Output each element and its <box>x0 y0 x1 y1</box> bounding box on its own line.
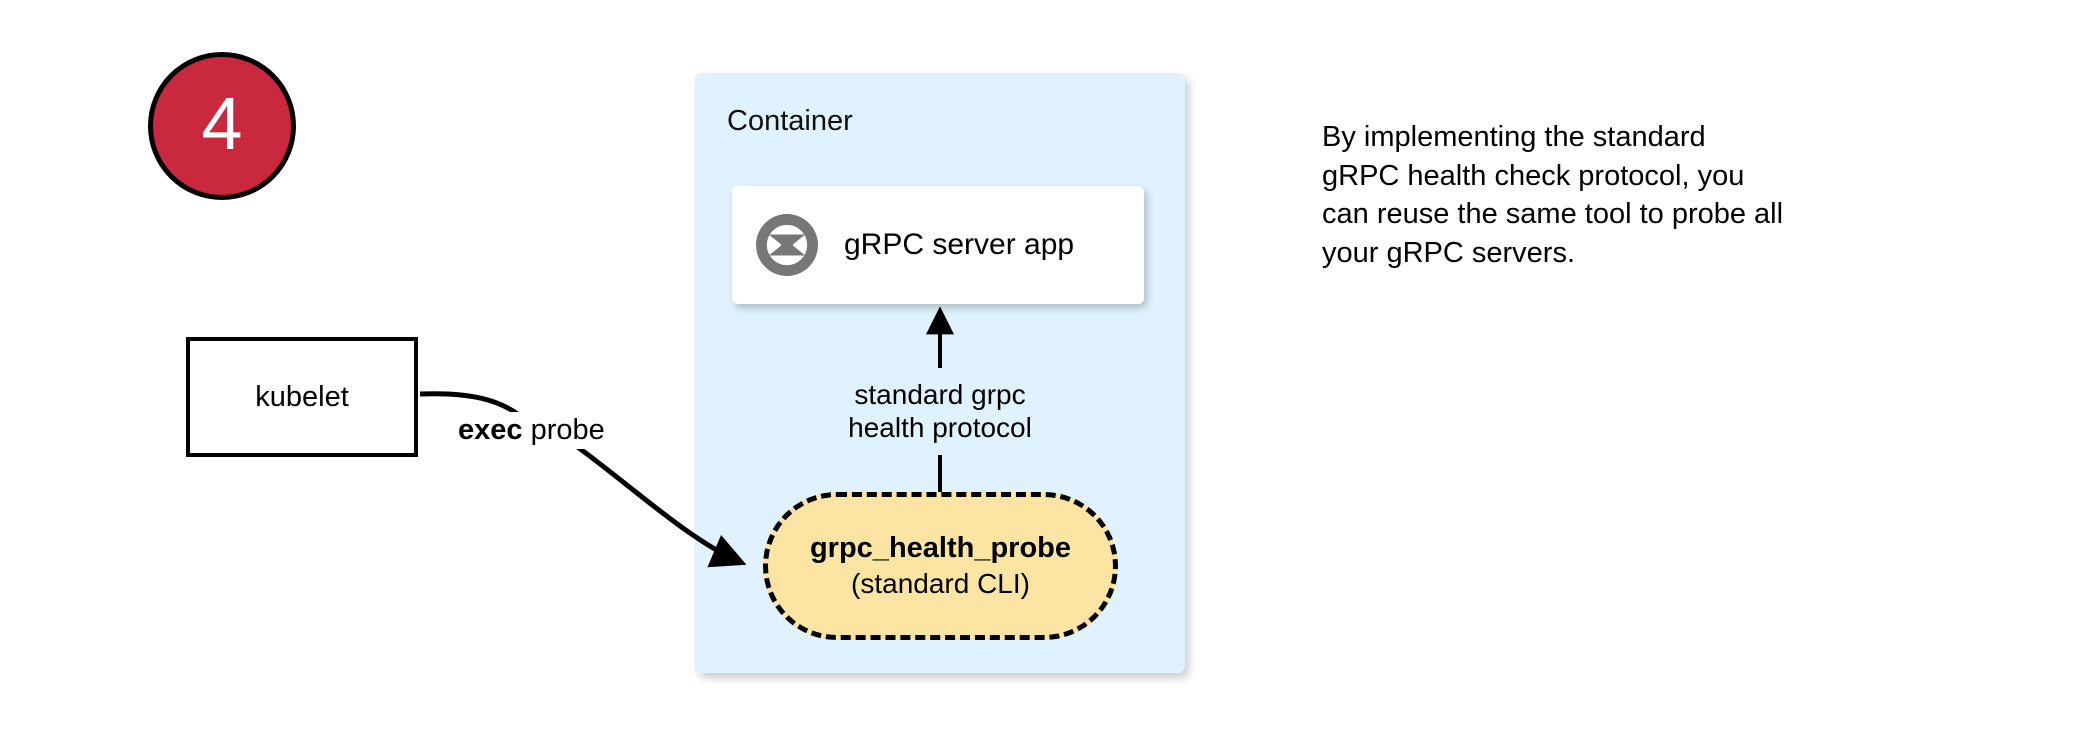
caption-line-2: gRPC health check protocol, you <box>1322 159 1745 192</box>
caption-line-3: can reuse the same tool to probe all <box>1322 198 1784 231</box>
kubelet-label: kubelet <box>255 380 349 413</box>
caption-line-4: your gRPC servers. <box>1322 236 1576 269</box>
container-label: Container <box>727 105 853 137</box>
health-protocol-label: standard grpc health protocol <box>832 375 1048 448</box>
step-number-badge: 4 <box>148 52 296 200</box>
health-protocol-line-2: health protocol <box>848 412 1032 444</box>
grpc-health-probe-title: grpc_health_probe <box>809 532 1072 565</box>
grpc-health-probe-subtitle: (standard CLI) <box>851 567 1030 599</box>
grpc-server-app-card: gRPC server app <box>732 186 1144 304</box>
exec-probe-label-rest: probe <box>522 414 605 446</box>
caption-text: By implementing the standard gRPC health… <box>1322 118 1882 272</box>
step-number-label: 4 <box>201 82 243 165</box>
exec-probe-label: exec probe <box>452 412 611 449</box>
caption-line-1: By implementing the standard <box>1322 121 1706 153</box>
grpc-server-app-label: gRPC server app <box>844 228 1075 261</box>
health-protocol-line-1: standard grpc <box>854 379 1026 410</box>
exec-probe-label-bold: exec <box>458 414 523 446</box>
kubelet-box: kubelet <box>186 337 418 457</box>
grpc-health-probe-node: grpc_health_probe (standard CLI) <box>763 492 1118 640</box>
aperture-icon <box>754 212 820 278</box>
